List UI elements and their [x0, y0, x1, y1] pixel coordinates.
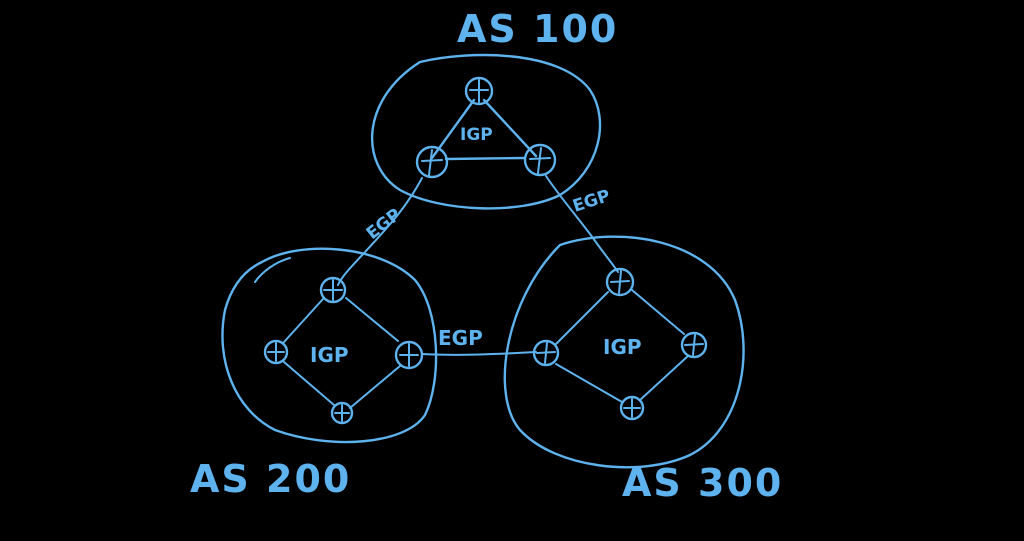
- as200-link-left-bottom: [283, 361, 335, 406]
- router-as300-bottom: [619, 395, 645, 421]
- as300-link-right-bottom: [639, 355, 689, 401]
- router-as200-bottom: [330, 401, 354, 425]
- router-as100-left: [415, 145, 449, 179]
- as300-link-left-bottom: [555, 363, 623, 403]
- egp-label-as200-as300: EGP: [438, 326, 483, 350]
- as300-boundary: [503, 235, 745, 469]
- as200-link-top-left: [283, 298, 324, 343]
- as300-link-top-left: [555, 291, 609, 345]
- as300-link-top-right: [631, 289, 685, 335]
- router-as300-right: [680, 331, 708, 359]
- egp-label-as100-as300: EGP: [570, 186, 612, 217]
- egp-link-as200-as300: [421, 351, 537, 356]
- as300-igp-label: IGP: [603, 335, 642, 359]
- router-as100-top: [464, 76, 494, 106]
- router-as300-left: [532, 339, 560, 367]
- as200-link-top-right: [345, 297, 399, 342]
- as200-label: AS 200: [190, 457, 351, 501]
- as200-boundary-tail: [254, 257, 291, 283]
- router-as100-right: [523, 143, 557, 177]
- as300-label: AS 300: [622, 461, 783, 505]
- router-as200-top: [319, 276, 347, 304]
- egp-label-as100-as200: EGP: [363, 205, 405, 244]
- as200-boundary: [221, 247, 438, 444]
- router-as200-right: [394, 340, 424, 370]
- egp-link-as100-as300: [545, 175, 619, 273]
- egp-link-as100-as200: [337, 177, 423, 286]
- router-as200-left: [263, 339, 289, 365]
- as200-link-right-bottom: [349, 365, 401, 409]
- as100-link-top-right: [482, 98, 538, 158]
- as100-igp-label: IGP: [460, 125, 493, 145]
- as200-igp-label: IGP: [310, 343, 349, 367]
- as100-label: AS 100: [457, 7, 618, 51]
- router-as300-top: [605, 267, 635, 297]
- as100-link-left-right: [444, 156, 526, 161]
